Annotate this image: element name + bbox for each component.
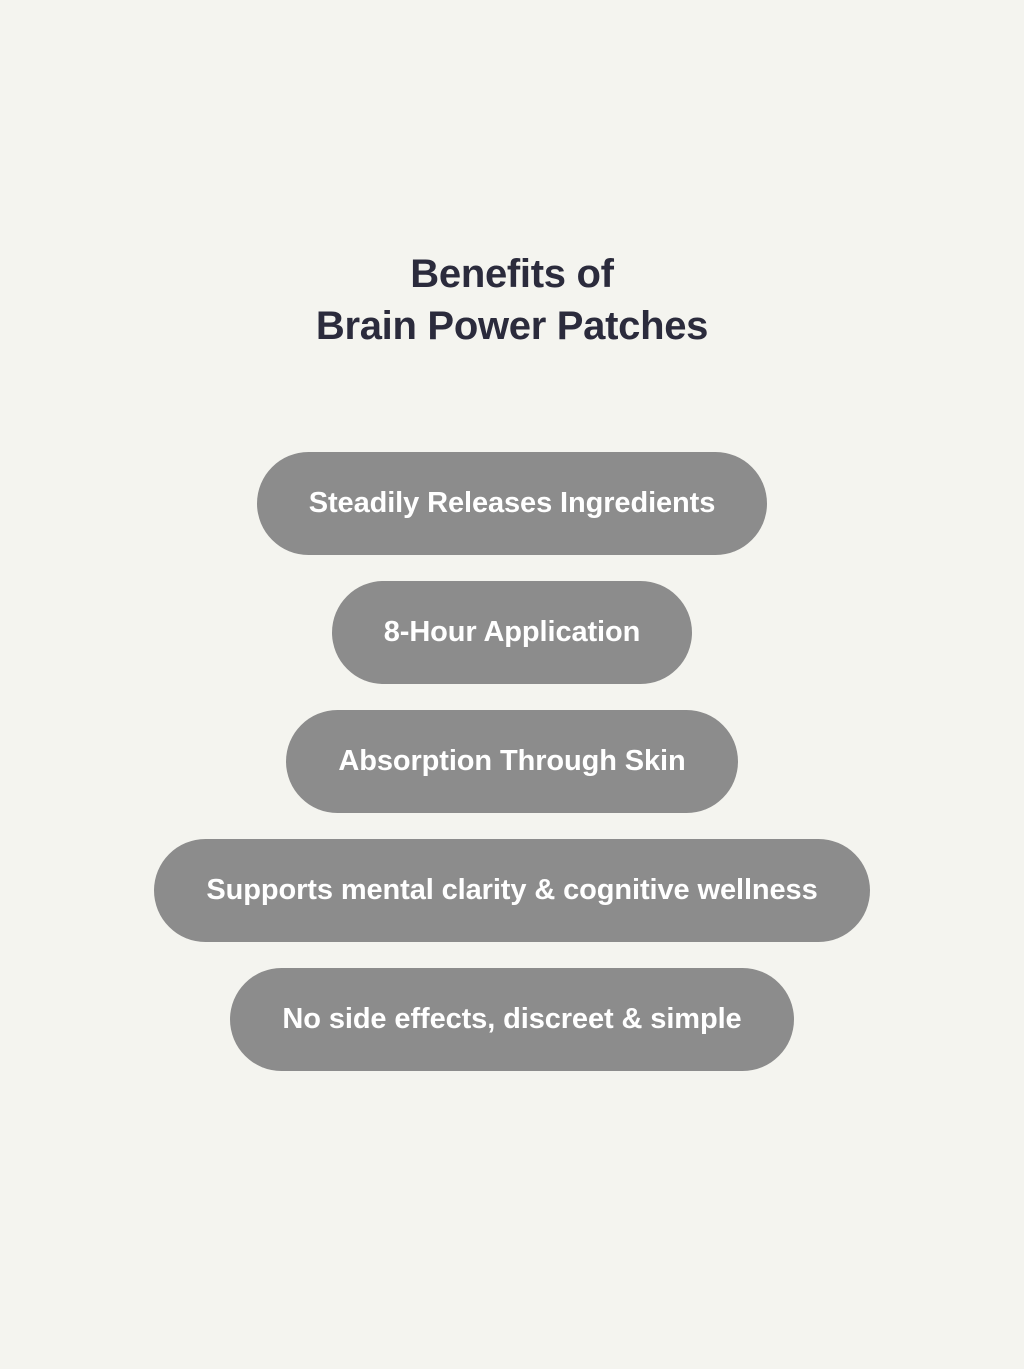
benefit-pill-5: No side effects, discreet & simple [230,968,794,1071]
page-title-line-2: Brain Power Patches [315,304,709,348]
benefit-pill-label: Supports mental clarity & cognitive well… [206,874,818,906]
benefit-pill-4: Supports mental clarity & cognitive well… [154,839,870,942]
benefit-pill-label: Absorption Through Skin [338,745,686,777]
benefit-pill-2: 8-Hour Application [331,581,693,684]
page-title-line-1: Benefits of [410,252,614,296]
benefit-pill-3: Absorption Through Skin [286,710,738,813]
benefit-pill-label: No side effects, discreet & simple [282,1003,742,1035]
benefit-pill-label: Steadily Releases Ingredients [308,487,716,519]
benefit-pill-label: 8-Hour Application [383,616,641,648]
benefit-pill-1: Steadily Releases Ingredients [256,452,768,555]
page-title: Benefits of Brain Power Patches [315,248,709,352]
benefits-list: Steadily Releases Ingredients 8-Hour App… [0,452,1024,1071]
